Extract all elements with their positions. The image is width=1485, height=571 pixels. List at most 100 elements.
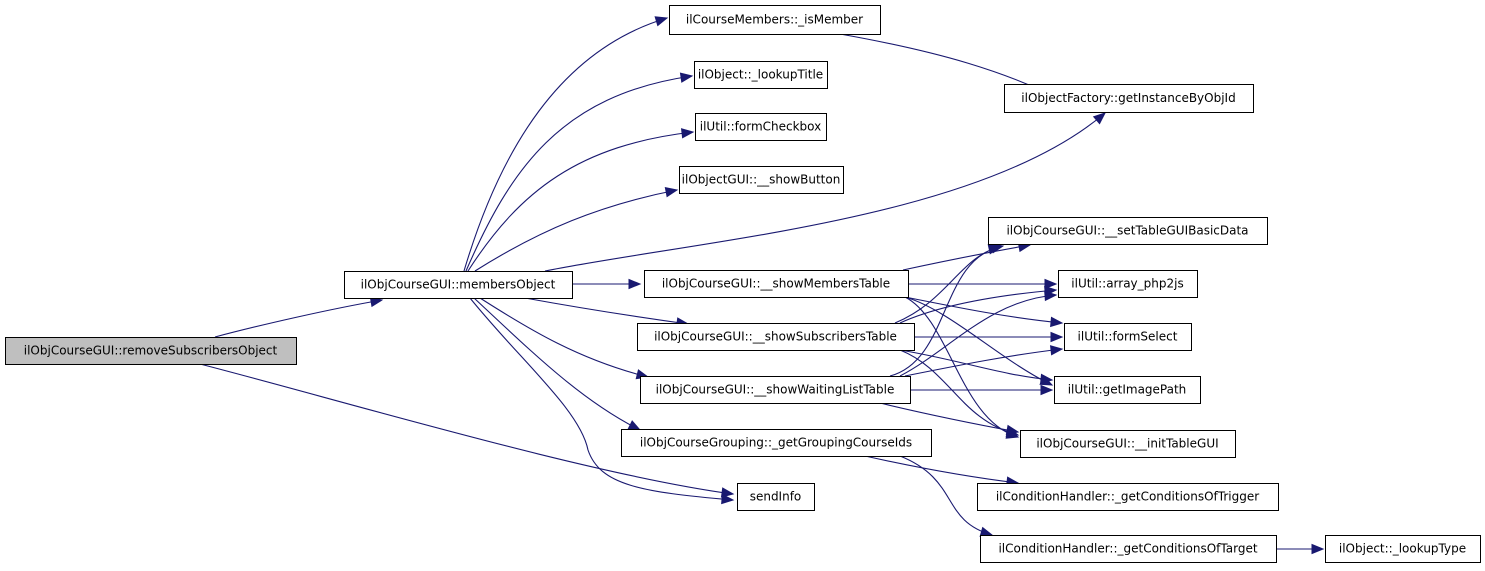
node-setTableGUIBasicData[interactable]: ilObjCourseGUI::__setTableGUIBasicData — [988, 217, 1268, 245]
edge-membersObject-to-showMembersTable — [572, 278, 642, 290]
arrowhead-icon — [1044, 278, 1058, 290]
arrowhead-icon — [721, 493, 735, 505]
node-getGroupingCourseIds[interactable]: ilObjCourseGrouping::_getGroupingCourseI… — [621, 429, 932, 457]
arrowhead-icon — [979, 526, 994, 537]
arrowhead-icon — [1050, 316, 1064, 328]
edge-getConditionsOfTarget-to-lookupType — [1276, 543, 1325, 555]
node-box — [644, 270, 909, 298]
edge-line — [879, 402, 1019, 433]
node-label: ilCourseMembers::_isMember — [686, 13, 863, 27]
edge-line — [214, 299, 383, 338]
arrowhead-icon — [987, 244, 1002, 255]
node-label: ilConditionHandler::_getConditionsOfTrig… — [996, 490, 1259, 504]
edge-line — [524, 297, 689, 325]
edge-line — [904, 296, 1063, 324]
arrowhead-icon — [1005, 424, 1020, 436]
node-getInstanceByObjId[interactable]: ilObjectFactory::getInstanceByObjId — [1004, 84, 1254, 113]
node-label: ilObjCourseGrouping::_getGroupingCourseI… — [640, 436, 912, 450]
node-box — [737, 483, 815, 511]
node-box — [980, 535, 1277, 563]
node-formSelect[interactable]: ilUtil::formSelect — [1064, 323, 1192, 351]
node-label: ilObject::_lookupTitle — [698, 68, 823, 82]
node-box — [5, 337, 297, 365]
node-getConditionsOfTarget[interactable]: ilConditionHandler::_getConditionsOfTarg… — [980, 535, 1277, 563]
node-lookupType[interactable]: ilObject::_lookupType — [1325, 535, 1481, 563]
edge-showWaitingListTable-to-arrayPhp2js — [899, 290, 1058, 377]
arrowhead-icon — [1040, 373, 1054, 385]
edge-membersObject-to-formCheckbox — [467, 128, 695, 272]
node-box — [988, 217, 1268, 245]
node-lookupTitle[interactable]: ilObject::_lookupTitle — [694, 61, 828, 89]
edge-line — [864, 455, 1019, 484]
node-label: ilConditionHandler::_getConditionsOfTarg… — [998, 542, 1257, 556]
node-box — [640, 376, 911, 404]
node-label: ilObject::_lookupType — [1339, 542, 1466, 556]
node-box — [1020, 430, 1236, 458]
node-label: ilObjectFactory::getInstanceByObjId — [1021, 91, 1235, 105]
arrowhead-icon — [1092, 112, 1107, 125]
edge-line — [902, 244, 1031, 271]
edge-line — [463, 17, 668, 272]
node-showMembersTable[interactable]: ilObjCourseGUI::__showMembersTable — [644, 270, 909, 298]
node-label: ilObjCourseGUI::__showSubscribersTable — [654, 330, 897, 344]
node-removeSubscribersObject[interactable]: ilObjCourseGUI::removeSubscribersObject — [5, 337, 297, 365]
node-formCheckbox[interactable]: ilUtil::formCheckbox — [695, 113, 827, 141]
node-getImagePath[interactable]: ilUtil::getImagePath — [1054, 376, 1201, 404]
node-label: ilUtil::formCheckbox — [700, 120, 822, 134]
node-box — [637, 323, 915, 351]
node-label: ilObjectGUI::__showButton — [682, 173, 841, 187]
node-box — [1064, 323, 1192, 351]
node-box — [1004, 84, 1254, 113]
edge-showWaitingListTable-to-formSelect — [904, 345, 1064, 377]
edge-showMembersTable-to-arrayPhp2js — [908, 278, 1058, 290]
edge-getGroupingCourseIds-to-getConditionsOfTrigger — [864, 455, 1020, 487]
arrowhead-icon — [680, 128, 695, 139]
node-isMember[interactable]: ilCourseMembers::_isMember — [669, 5, 881, 35]
node-box — [1054, 376, 1201, 404]
node-label: ilUtil::array_php2js — [1071, 277, 1183, 291]
nodes-layer: ilObjCourseGUI::removeSubscribersObjecti… — [5, 5, 1481, 563]
arrowhead-icon — [720, 487, 735, 498]
edge-membersObject-to-showButton — [474, 187, 679, 272]
node-label: ilObjCourseGUI::__showWaitingListTable — [656, 383, 895, 397]
edge-line — [899, 349, 1053, 381]
node-showWaitingListTable[interactable]: ilObjCourseGUI::__showWaitingListTable — [640, 376, 911, 404]
node-membersObject[interactable]: ilObjCourseGUI::membersObject — [344, 271, 573, 299]
edge-line — [467, 131, 694, 272]
node-box — [1058, 270, 1198, 298]
node-initTableGUI[interactable]: ilObjCourseGUI::__initTableGUI — [1020, 430, 1236, 458]
node-label: ilObjCourseGUI::__setTableGUIBasicData — [1006, 224, 1248, 238]
node-box — [621, 429, 932, 457]
node-label: ilObjCourseGUI::membersObject — [361, 278, 556, 292]
edge-line — [899, 349, 1019, 436]
node-arrayPhp2js[interactable]: ilUtil::array_php2js — [1058, 270, 1198, 298]
edge-line — [473, 297, 641, 431]
node-showSubscribersTable[interactable]: ilObjCourseGUI::__showSubscribersTable — [637, 323, 915, 351]
edge-line — [904, 296, 1019, 438]
edge-showWaitingListTable-to-initTableGUI — [879, 402, 1020, 436]
edge-line — [899, 455, 993, 536]
edge-membersObject-to-lookupTitle — [465, 72, 694, 272]
arrowhead-icon — [1049, 345, 1064, 356]
edge-line — [544, 112, 1106, 272]
edge-showSubscribersTable-to-formSelect — [914, 331, 1064, 343]
edge-line — [904, 348, 1063, 377]
node-label: sendInfo — [750, 490, 802, 504]
node-getConditionsOfTrigger[interactable]: ilConditionHandler::_getConditionsOfTrig… — [977, 483, 1279, 511]
node-box — [344, 271, 573, 299]
edge-line — [474, 189, 678, 272]
edge-line — [899, 289, 1057, 324]
edge-showWaitingListTable-to-setTableGUIBasicData — [889, 244, 1002, 377]
node-showButton[interactable]: ilObjectGUI::__showButton — [679, 166, 844, 194]
edge-line — [899, 294, 1057, 377]
node-sendInfo[interactable]: sendInfo — [737, 483, 815, 511]
arrowhead-icon — [679, 72, 694, 83]
arrowhead-icon — [654, 16, 669, 27]
edge-showSubscribersTable-to-arrayPhp2js — [899, 285, 1058, 324]
edge-membersObject-to-getInstanceByObjId — [544, 112, 1107, 272]
node-box — [669, 5, 881, 35]
arrowhead-icon — [1311, 543, 1325, 555]
edge-membersObject-to-showSubscribersTable — [524, 297, 690, 328]
node-box — [1325, 535, 1481, 563]
